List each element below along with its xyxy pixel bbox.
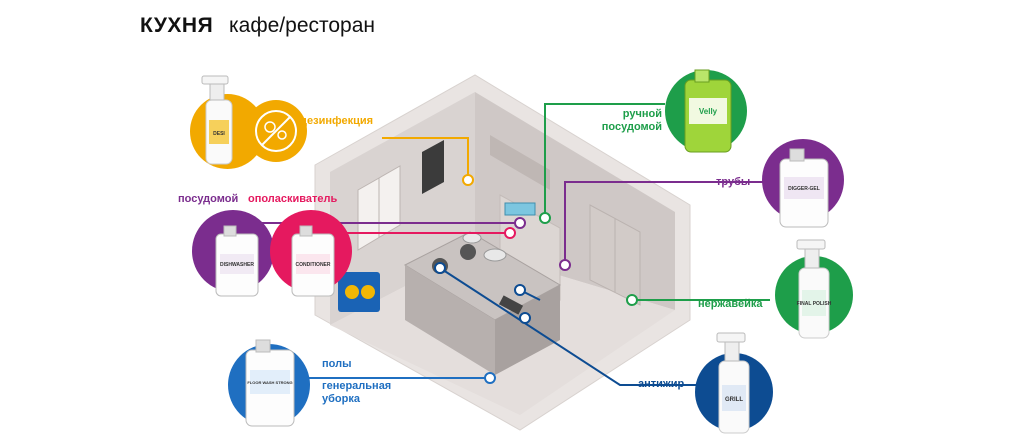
- product-hand-dish: Velly: [665, 62, 750, 157]
- title-main: КУХНЯ: [140, 14, 214, 37]
- product-antigrease: GRILL: [695, 325, 775, 440]
- spray-bottle-icon: GRILL: [716, 332, 750, 434]
- label-pipes: трубы: [716, 176, 751, 188]
- product-name-hand-dish: Velly: [699, 107, 718, 116]
- product-name-disinfection: DESI: [213, 131, 225, 137]
- spray-bottle-icon: DESI: [201, 75, 233, 165]
- label-dishwasher: посудомой: [178, 193, 239, 205]
- label-antigrease: антижир: [638, 378, 685, 390]
- product-stainless: FINAL POLISH: [775, 234, 855, 344]
- product-name-stainless: FINAL POLISH: [797, 301, 832, 307]
- product-name-antigrease: GRILL: [725, 397, 743, 403]
- product-name-dishwasher: DISHWASHER: [220, 262, 254, 268]
- product-disinfection: DESI: [190, 72, 370, 172]
- product-name-floors: FLOOR WASH STRONG: [247, 380, 292, 385]
- title-sub: кафе/ресторан: [229, 14, 376, 37]
- label-disinfection: дезинфекция: [300, 115, 374, 127]
- spray-bottle-icon: FINAL POLISH: [796, 239, 832, 339]
- product-pipes: DIGGER-GEL: [762, 135, 847, 230]
- canister-icon: DISHWASHER: [215, 225, 259, 297]
- label-floors: полы: [322, 358, 352, 370]
- canister-icon: CONDITIONER: [291, 225, 335, 297]
- label-general-cleaning: генеральная уборка: [322, 380, 392, 405]
- chalkboard-icon: [422, 140, 444, 194]
- product-name-rinse-aid: CONDITIONER: [296, 262, 331, 268]
- canister-icon: DIGGER-GEL: [779, 148, 829, 228]
- product-rinse-aid: CONDITIONER: [270, 208, 360, 303]
- label-rinse-aid: ополаскиватель: [248, 193, 338, 205]
- product-name-pipes: DIGGER-GEL: [788, 186, 820, 192]
- product-dishwasher: DISHWASHER: [192, 205, 282, 300]
- canister-icon: FLOOR WASH STRONG: [245, 339, 295, 427]
- label-stainless: нержавейка: [698, 298, 763, 310]
- canister-icon: Velly: [684, 69, 732, 153]
- label-hand-dish: ручной посудомой: [601, 108, 662, 133]
- page-title: КУХНЯ кафе/ресторан: [140, 14, 375, 38]
- product-floors: FLOOR WASH STRONG: [228, 330, 313, 435]
- antivirus-icon: [245, 100, 307, 162]
